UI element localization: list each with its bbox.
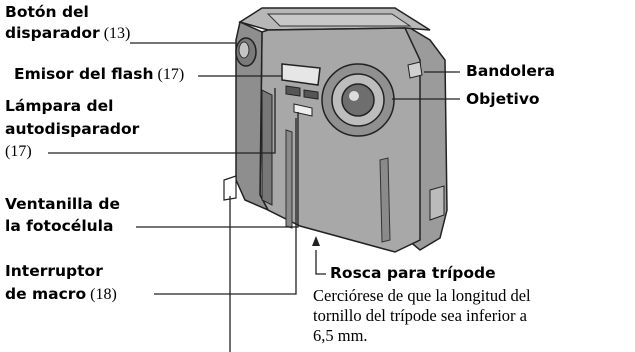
strap-eyelet [407,61,423,79]
tripod-arrow [312,236,320,246]
selftimer-label-line1: Lámpara del [5,97,114,115]
macro-label-line1: Interruptor [5,262,103,280]
selftimer-ref: (17) [5,143,32,160]
selftimer-label-line2: autodisparador [5,120,140,138]
lens-label: Objetivo [466,90,540,108]
shutter-label-line1: Botón del [5,3,89,21]
flash-label: Emisor del flash [14,65,154,83]
camera-front-panel [259,27,421,253]
strap-label: Bandolera [466,62,555,80]
shutter-label-line2: disparador [5,24,100,42]
photocell-window-shape [223,175,237,201]
tripod-desc-line3: 6,5 mm. [313,326,368,345]
tripod-desc-line2: tornillo del trípode sea inferior a [313,306,527,325]
macro-ref: (18) [90,286,117,303]
lens-glass [341,83,375,117]
tripod-description: Cerciórese de que la longitud del tornil… [313,286,531,346]
tripod-desc-line1: Cerciórese de que la longitud del [313,286,531,305]
macro-label-line2-group: de macro (18) [5,284,117,305]
flash-label-group: Emisor del flash (17) [14,64,184,85]
tripod-label: Rosca para trípode [330,264,496,282]
flash-ref: (17) [157,66,185,83]
flash-window-shape [281,63,321,86]
camera-left-edge [235,20,270,212]
shutter-label-line2-group: disparador (13) [5,23,130,44]
shutter-ref: (13) [103,25,131,42]
photocell-label-line2: la fotocélula [5,217,114,235]
leader-lines [48,42,460,352]
camera-grip [261,89,273,206]
photocell-label-line1: Ventanilla de [5,195,121,213]
macro-label-line2: de macro [5,285,87,303]
